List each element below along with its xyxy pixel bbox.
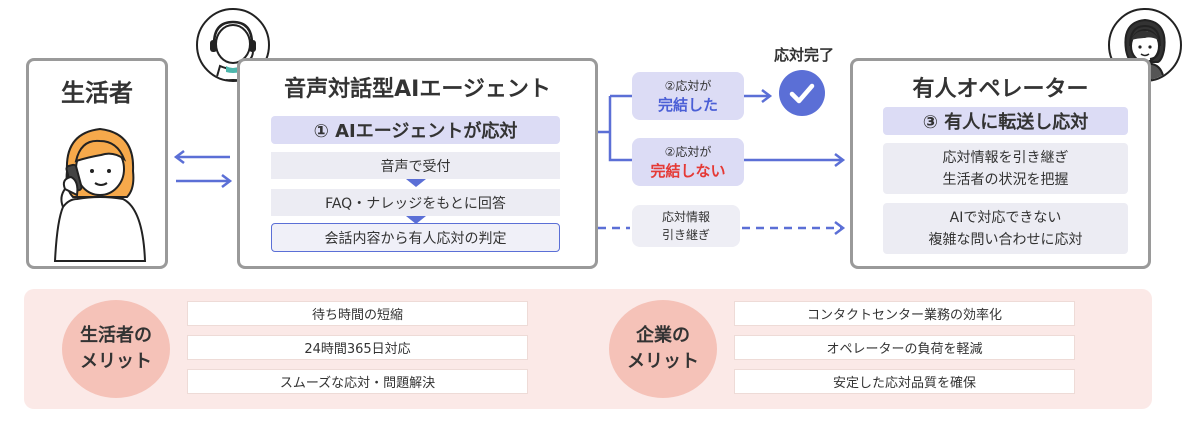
branch-unresolved-line1: ②応対が	[664, 145, 712, 159]
branch-handover-line1: 応対情報	[661, 210, 710, 224]
company-benefit-item: オペレーターの負荷を軽減	[734, 335, 1075, 360]
arrow-consumer-to-ai	[176, 174, 233, 188]
operator-box-complex-line2: 複雑な問い合わせに応対	[928, 231, 1083, 248]
operator-box-handover-line1: 応対情報を引き継ぎ	[942, 149, 1069, 166]
step-faq-answer: FAQ・ナレッジをもとに回答	[271, 189, 560, 216]
arrow-unresolved-to-operator	[744, 153, 846, 167]
check-icon	[789, 83, 815, 104]
branch-unresolved-line2: 完結しない	[650, 162, 726, 180]
consumer-on-phone-icon	[53, 127, 147, 262]
operator-box-complex: AIで対応できない 複雑な問い合わせに応対	[883, 203, 1128, 254]
operator-with-headset-icon	[1124, 18, 1166, 80]
operator-box-handover-line2: 生活者の状況を把握	[942, 171, 1069, 188]
consumer-benefit-badge: 生活者の メリット	[62, 300, 170, 398]
consumer-title: 生活者	[61, 79, 133, 107]
operator-title: 有人オペレーター	[912, 77, 1089, 102]
consumer-benefit-line2: メリット	[80, 351, 152, 372]
operator-box-complex-line1: AIで対応できない	[949, 209, 1062, 226]
operator-panel: 有人オペレーター ③ 有人に転送し応対 応対情報を引き継ぎ 生活者の状況を把握 …	[850, 58, 1151, 269]
arrow-handover-dashed	[598, 221, 846, 235]
branch-resolved: ②応対が 完結した	[632, 72, 744, 120]
company-benefit-badge: 企業の メリット	[609, 300, 717, 398]
completion-badge	[779, 70, 825, 116]
ai-agent-panel: 音声対話型AIエージェント ① AIエージェントが応対 音声で受付 FAQ・ナレ…	[237, 58, 598, 269]
step-judgement: 会話内容から有人応対の判定	[271, 223, 560, 252]
completion-label: 応対完了	[773, 46, 834, 64]
benefits-section: 生活者の メリット 待ち時間の短縮 24時間365日対応 スムーズな応対・問題解…	[24, 289, 1152, 409]
arrow-ai-to-consumer	[173, 150, 230, 164]
branch-handover: 応対情報 引き継ぎ	[632, 205, 740, 247]
step-arrow-1	[406, 179, 426, 187]
operator-box-handover: 応対情報を引き継ぎ 生活者の状況を把握	[883, 143, 1128, 194]
company-benefit-line1: 企業の	[636, 325, 690, 346]
company-benefit-item: コンタクトセンター業務の効率化	[734, 301, 1075, 326]
branch-resolved-line1: ②応対が	[664, 79, 712, 93]
arrow-resolved-to-done	[744, 89, 773, 103]
headset-robot-icon	[210, 20, 256, 80]
ai-agent-title: 音声対話型AIエージェント	[284, 77, 551, 102]
step-arrow-2	[406, 216, 426, 224]
company-benefit-line2: メリット	[627, 351, 699, 372]
branch-resolved-line2: 完結した	[657, 96, 718, 114]
branch-unresolved: ②応対が 完結しない	[632, 138, 744, 186]
consumer-benefit-item: スムーズな応対・問題解決	[187, 369, 528, 394]
step-voice-reception: 音声で受付	[271, 152, 560, 179]
branch-handover-line2: 引き継ぎ	[661, 228, 710, 242]
company-benefit-item: 安定した応対品質を確保	[734, 369, 1075, 394]
consumer-panel: 生活者	[26, 58, 168, 269]
ai-agent-header: ① AIエージェントが応対	[271, 116, 560, 144]
consumer-benefit-item: 待ち時間の短縮	[187, 301, 528, 326]
consumer-benefit-item: 24時間365日対応	[187, 335, 528, 360]
consumer-benefit-line1: 生活者の	[80, 325, 152, 346]
operator-header: ③ 有人に転送し応対	[883, 107, 1128, 135]
